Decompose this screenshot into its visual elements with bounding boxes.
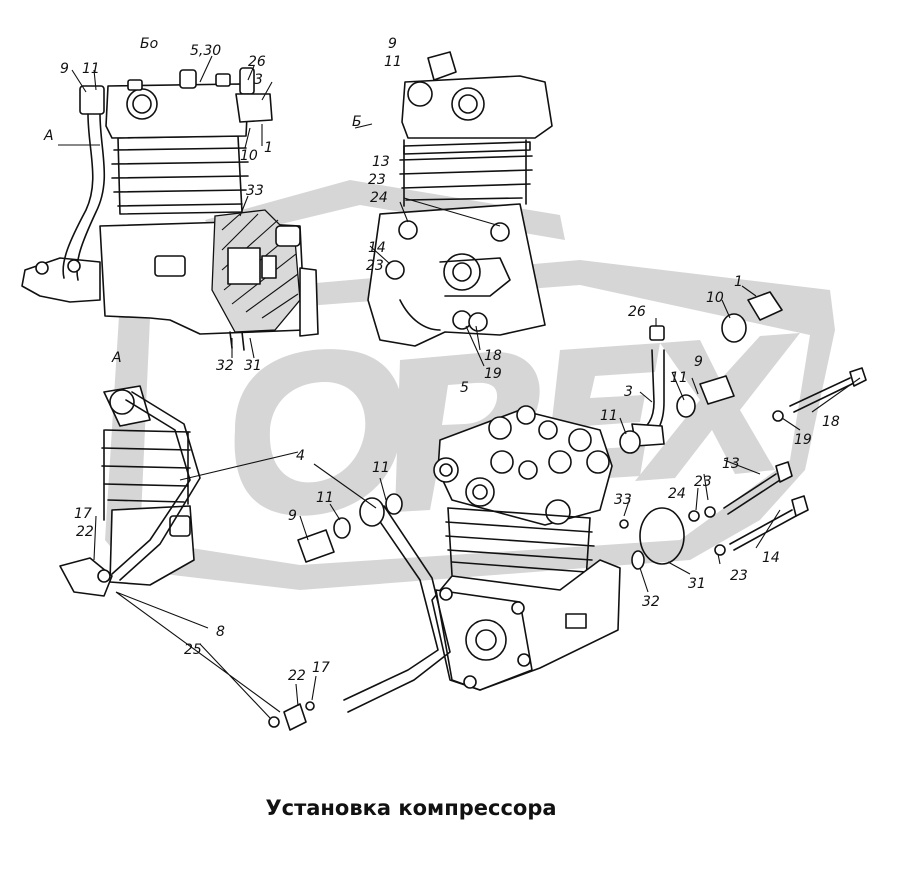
callout-19: 19 — [484, 366, 502, 382]
compressor-view-b — [367, 51, 553, 347]
view-label-b-arrow: Бо — [140, 36, 158, 52]
callout-9: 9 — [60, 61, 69, 77]
callout-9: 9 — [388, 36, 397, 52]
callout-11: 11 — [82, 61, 100, 77]
callout-14: 14 — [762, 550, 780, 566]
callout-9: 9 — [694, 354, 703, 370]
compressor-side-view-a — [21, 67, 319, 351]
callout-3: 3 — [624, 384, 633, 400]
callout-17: 17 — [312, 660, 330, 676]
view-label-a-top: А — [43, 128, 54, 144]
callout-14: 14 — [368, 240, 386, 256]
view-label-b: Б — [352, 114, 362, 130]
callout-17: 17 — [74, 506, 92, 522]
callout-11: 11 — [600, 408, 618, 424]
callout-13: 13 — [722, 456, 740, 472]
diagram-title: Установка компрессора — [265, 796, 556, 820]
callout-18: 18 — [822, 414, 840, 430]
callout-8: 8 — [216, 624, 225, 640]
callout-4: 4 — [296, 448, 305, 464]
callout-5-30: 5,30 — [190, 43, 221, 59]
callout-33: 33 — [614, 492, 632, 508]
callout-10: 10 — [240, 148, 258, 164]
callout-31: 31 — [688, 576, 706, 592]
callout-22: 22 — [288, 668, 306, 684]
callout-23: 23 — [368, 172, 386, 188]
callout-25: 25 — [184, 642, 202, 658]
callout-26: 26 — [248, 54, 266, 70]
leader-lines — [58, 55, 861, 719]
callout-1: 1 — [264, 140, 273, 156]
callout-24: 24 — [668, 486, 686, 502]
callout-23: 23 — [694, 474, 712, 490]
view-label-a-bottom: А — [111, 350, 122, 366]
compressor-view-a-pipe — [59, 385, 201, 597]
callout-5: 5 — [460, 380, 469, 396]
callout-23: 23 — [730, 568, 748, 584]
callout-24: 24 — [370, 190, 388, 206]
callout-11: 11 — [372, 460, 390, 476]
callout-11: 11 — [316, 490, 334, 506]
callout-10: 10 — [706, 290, 724, 306]
callout-11: 11 — [384, 54, 402, 70]
callout-11: 11 — [670, 370, 688, 386]
callout-3: 3 — [254, 72, 263, 88]
callout-31: 31 — [244, 358, 262, 374]
callout-13: 13 — [372, 154, 390, 170]
callout-19: 19 — [794, 432, 812, 448]
callout-22: 22 — [76, 524, 94, 540]
callout-18: 18 — [484, 348, 502, 364]
callout-26: 26 — [628, 304, 646, 320]
callout-32: 32 — [216, 358, 234, 374]
callout-23: 23 — [366, 258, 384, 274]
callout-33: 33 — [246, 183, 264, 199]
callout-32: 32 — [642, 594, 660, 610]
compressor-main-assembly — [431, 405, 621, 691]
callout-1: 1 — [734, 274, 743, 290]
loose-parts — [268, 291, 867, 731]
callout-9: 9 — [288, 508, 297, 524]
callout-labels: Бо А Б А 9 11 5,30 26 3 10 1 33 32 31 9 … — [43, 36, 840, 684]
